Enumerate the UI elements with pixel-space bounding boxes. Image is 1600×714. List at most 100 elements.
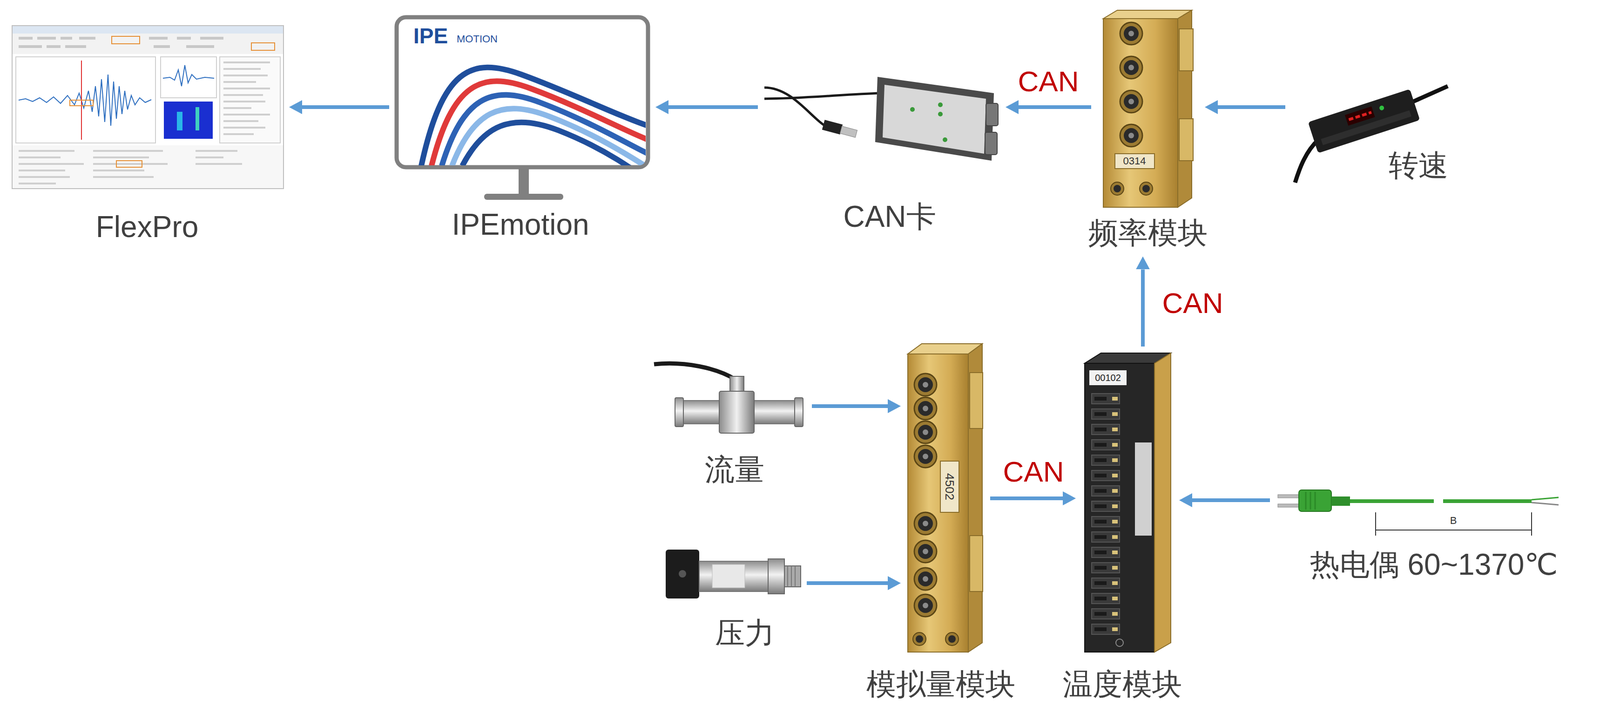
display-digits: [1348, 112, 1372, 120]
led: [942, 137, 948, 142]
device-caption: 流量: [704, 451, 765, 488]
spectrogram: [163, 101, 213, 139]
spectrogram-band: [176, 111, 183, 131]
device-node: 压力: [663, 546, 802, 602]
module-side: [1154, 352, 1171, 652]
highlight-box: [69, 100, 94, 106]
signal-arrow: [1192, 498, 1270, 502]
module-top: [1103, 10, 1192, 19]
thermocouple-socket: [1091, 623, 1120, 635]
label-plate: [1114, 153, 1155, 169]
device-caption: 频率模块: [1088, 215, 1208, 251]
bottom-panel: [12, 145, 284, 189]
wire-end: [1531, 502, 1559, 505]
window-frame: [12, 25, 284, 189]
sensor-cable: [654, 363, 736, 380]
module-serial: 00102: [1094, 372, 1121, 383]
sensor-cable: [1413, 86, 1448, 102]
round-connector: [1120, 22, 1143, 45]
module-body: [1103, 18, 1178, 208]
usb-plug: [822, 119, 843, 135]
monitor: [396, 17, 649, 200]
module-serial: 0314: [1123, 155, 1147, 167]
round-connector: [914, 420, 937, 444]
bus-label: CAN: [1015, 66, 1082, 97]
thermocouple-socket: [1091, 500, 1120, 512]
flow-meter: [654, 363, 804, 433]
hex-nut: [768, 558, 785, 594]
sensor-sticker: [712, 564, 745, 588]
plot-frame: [15, 56, 156, 143]
amplifier-stripe: [1320, 110, 1412, 146]
device-node: 流量: [653, 357, 807, 439]
pressure-sensor: [665, 549, 801, 599]
thermocouple-cable: [1443, 499, 1532, 503]
indicator-ring: [1115, 638, 1124, 647]
property-panel: [219, 56, 281, 143]
highlight-box: [111, 36, 140, 44]
meter-body: [719, 391, 755, 433]
signal-arrow: [990, 496, 1063, 500]
panel-rows: [18, 150, 243, 184]
device-node: 热电偶 60~1370℃: [1275, 489, 1562, 536]
waveform: [18, 74, 152, 126]
curve: [462, 122, 646, 166]
module-tab: [969, 372, 983, 429]
device-caption: 热电偶 60~1370℃: [1309, 546, 1559, 583]
screw: [678, 569, 687, 578]
thermocouple-socket: [1091, 531, 1120, 542]
pipe-end: [794, 397, 804, 427]
thermocouple-socket: [1091, 408, 1120, 419]
thread: [784, 565, 801, 587]
thermocouple-socket: [1091, 577, 1120, 588]
frequency-module: [1103, 10, 1194, 208]
analog-module: [907, 343, 983, 652]
waveform: [162, 65, 215, 87]
dimension-line: [1375, 529, 1532, 531]
device-caption: IPEmotion: [451, 206, 589, 243]
module-serial: 4502: [943, 472, 957, 500]
thermocouple-socket: [1091, 516, 1120, 527]
led: [910, 107, 915, 112]
module-side: [968, 343, 983, 652]
module-sticker: [1134, 442, 1152, 536]
signal-arrow: [668, 105, 758, 109]
monitor-stand: [518, 167, 529, 196]
plug-grip: [1305, 491, 1316, 510]
db9-connector: [985, 103, 999, 126]
plug-pin: [1277, 503, 1300, 507]
round-connector: [914, 567, 937, 590]
module-body: [907, 353, 969, 652]
plug-boot: [1331, 496, 1351, 506]
thermocouple-socket: [1091, 608, 1120, 619]
pipe-end: [675, 397, 684, 427]
module-tab: [969, 535, 983, 592]
thermocouple-socket: [1091, 454, 1120, 466]
small-connector: [1110, 182, 1124, 196]
logo-text: MOTION: [456, 33, 498, 45]
usb-cable: [764, 87, 825, 126]
dimension-tick: [1375, 512, 1377, 536]
small-connector: [945, 632, 959, 646]
round-connector: [1120, 90, 1143, 113]
thermocouple-socket: [1091, 424, 1120, 435]
spectrogram-band: [195, 107, 200, 131]
display: [1344, 106, 1375, 126]
small-connector: [1139, 182, 1153, 196]
panel-rows: [223, 62, 271, 135]
software-screenshot: [12, 25, 284, 189]
plug-body: [1298, 489, 1332, 512]
led: [938, 102, 943, 108]
device-node: FlexPro: [12, 25, 284, 189]
dimension-label: B: [1450, 514, 1458, 527]
device-caption: 模拟量模块: [866, 666, 1016, 703]
pickup-boss: [729, 376, 744, 393]
module-tab: [1179, 118, 1194, 161]
module-body: [1084, 363, 1155, 652]
thermocouple-socket: [1091, 546, 1120, 558]
wire-end: [1531, 497, 1559, 500]
round-connector: [914, 445, 937, 468]
sensor-cable: [1295, 139, 1319, 183]
